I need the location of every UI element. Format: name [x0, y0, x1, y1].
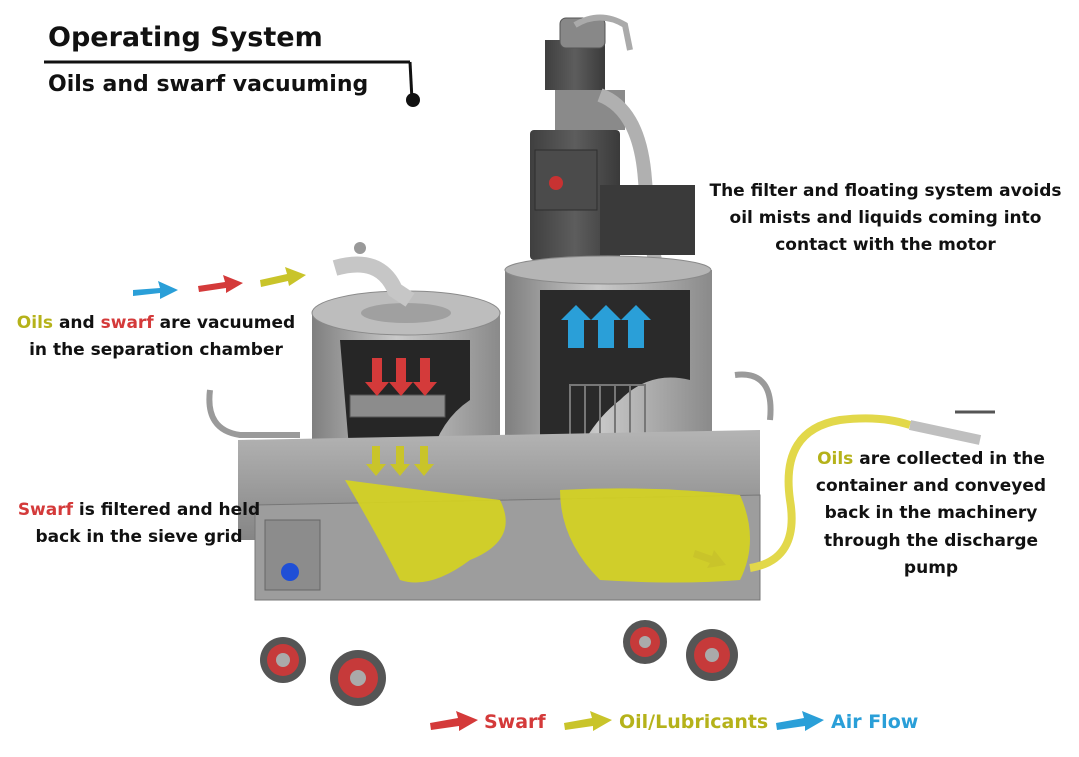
page-subtitle: Oils and swarf vacuuming: [48, 72, 369, 97]
vacuum-annotation-line-2: in the separation chamber: [29, 340, 283, 361]
swarf-rest-text: is filtered and held: [73, 500, 261, 520]
header-underline: [44, 60, 420, 107]
motor-head: [530, 14, 695, 262]
legend-oil-label: Oil/Lubricants: [619, 711, 769, 733]
legend-swarf-arrow-icon: [430, 711, 478, 731]
filter-annotation-line-1: The filter and floating system avoids: [709, 181, 1062, 201]
filter-annotation: The filter and floating system avoids oi…: [688, 178, 1079, 260]
oils-annotation-line-4: through the discharge: [823, 530, 1039, 551]
air-flow-arrow-icons: [133, 281, 651, 348]
legend-air-arrow-icon: [776, 711, 824, 731]
vacuum-and-text: and: [53, 313, 101, 333]
valve-icon: [281, 563, 299, 581]
oil-arrow-icons: [260, 267, 726, 568]
vacuum-annotation: Oils and swarf are vacuumed in the separ…: [0, 310, 312, 364]
vacuum-swarf-keyword: swarf: [100, 313, 154, 333]
filter-annotation-line-3: contact with the motor: [775, 235, 996, 256]
indicator-light-icon: [549, 176, 563, 190]
swarf-arrow-icons: [198, 275, 437, 396]
vacuum-rest-text: are vacuumed: [153, 313, 296, 333]
swarf-annotation: Swarf is filtered and held back in the s…: [0, 497, 278, 551]
filter-annotation-line-2: oil mists and liquids coming into: [729, 208, 1042, 229]
oils-annotation-line-2: container and conveyed: [815, 476, 1047, 497]
wheels: [260, 620, 738, 706]
oils-annotation-line-5: pump: [903, 557, 959, 578]
swarf-annotation-line-2: back in the sieve grid: [35, 527, 243, 548]
oils-rest-text: are collected in the: [853, 449, 1045, 469]
oils-annotation: Oils are collected in the container and …: [800, 446, 1062, 582]
oils-keyword: Oils: [817, 449, 854, 469]
discharge-hose: [749, 410, 995, 572]
legend-swarf-label: Swarf: [484, 711, 546, 733]
vacuum-oils-keyword: Oils: [16, 313, 54, 333]
page-title: Operating System: [48, 22, 323, 53]
oils-annotation-line-3: back in the machinery: [824, 503, 1038, 524]
separation-chamber: [311, 242, 501, 460]
swarf-keyword: Swarf: [17, 500, 74, 520]
legend-oil-arrow-icon: [564, 711, 612, 731]
legend-air-label: Air Flow: [831, 711, 919, 733]
